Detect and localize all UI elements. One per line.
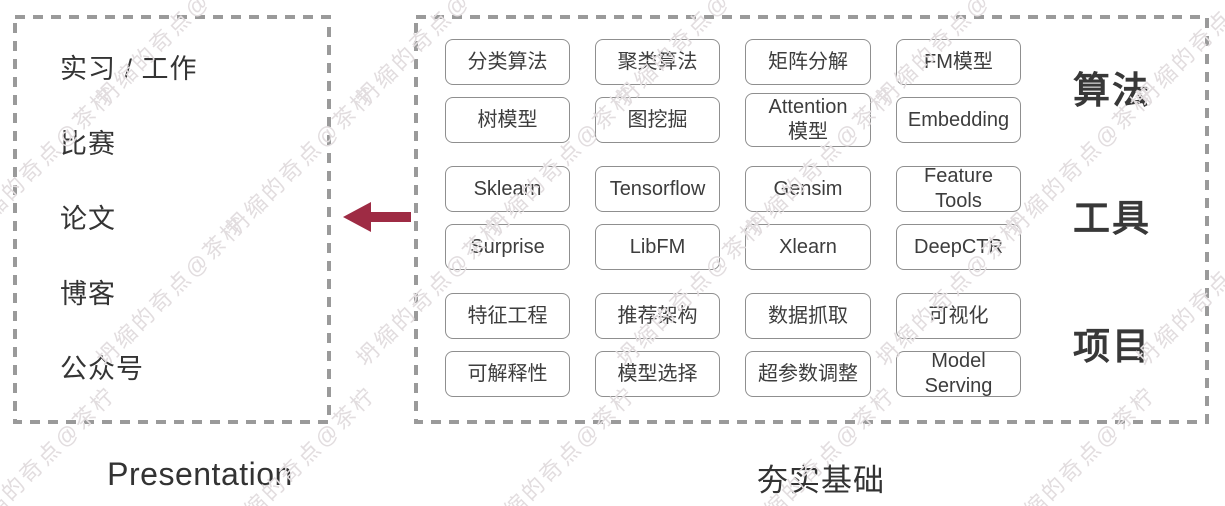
topic-cell: Sklearn — [445, 166, 570, 212]
presentation-box: 实习 / 工作 比赛 论文 博客 公众号 — [13, 15, 331, 424]
presentation-caption: Presentation — [107, 456, 293, 492]
foundation-caption: 夯实基础 — [757, 463, 885, 498]
topic-cell: 模型选择 — [595, 351, 720, 397]
topic-cell: 可解释性 — [445, 351, 570, 397]
topic-cell: 数据抓取 — [745, 293, 871, 339]
arrow-left-shape — [343, 202, 411, 232]
topic-cell: Tensorflow — [595, 166, 720, 212]
category-label-projects: 项目 — [1073, 326, 1151, 367]
topic-cell: Embedding — [896, 97, 1021, 143]
topic-cell: 分类算法 — [445, 39, 570, 85]
topic-cell: LibFM — [595, 224, 720, 270]
category-label-tools: 工具 — [1073, 198, 1151, 239]
topic-cell: 矩阵分解 — [745, 39, 871, 85]
topic-cell: 图挖掘 — [595, 97, 720, 143]
presentation-item-contest: 比赛 — [60, 129, 116, 159]
topic-cell: Gensim — [745, 166, 871, 212]
topic-cell: 特征工程 — [445, 293, 570, 339]
presentation-item-work: 实习 / 工作 — [60, 54, 198, 84]
tools-grid: Sklearn Tensorflow Gensim Feature Tools … — [445, 165, 1021, 270]
topic-cell: FM模型 — [896, 39, 1021, 85]
topic-cell: Model Serving — [896, 350, 1021, 397]
algorithms-grid: 分类算法 聚类算法 矩阵分解 FM模型 树模型 图挖掘 Attention 模型… — [445, 39, 1021, 147]
arrow-left-icon — [343, 202, 411, 232]
topic-cell: Attention 模型 — [745, 93, 871, 147]
projects-grid: 特征工程 推荐架构 数据抓取 可视化 可解释性 模型选择 超参数调整 Model… — [445, 293, 1021, 397]
topic-cell: Xlearn — [745, 224, 871, 270]
topic-cell: 树模型 — [445, 97, 570, 143]
presentation-item-paper: 论文 — [60, 204, 116, 234]
presentation-item-blog: 博客 — [60, 279, 116, 309]
category-label-algorithms: 算法 — [1073, 70, 1151, 111]
dashed-border — [414, 15, 1209, 424]
topic-cell: Feature Tools — [896, 165, 1021, 212]
presentation-item-wechat: 公众号 — [60, 354, 144, 384]
topic-cell: Surprise — [445, 224, 570, 270]
foundation-box: 分类算法 聚类算法 矩阵分解 FM模型 树模型 图挖掘 Attention 模型… — [414, 15, 1209, 424]
topic-cell: 推荐架构 — [595, 293, 720, 339]
topic-cell: DeepCTR — [896, 224, 1021, 270]
topic-cell: 超参数调整 — [745, 351, 871, 397]
topic-cell: 聚类算法 — [595, 39, 720, 85]
topic-cell: 可视化 — [896, 293, 1021, 339]
